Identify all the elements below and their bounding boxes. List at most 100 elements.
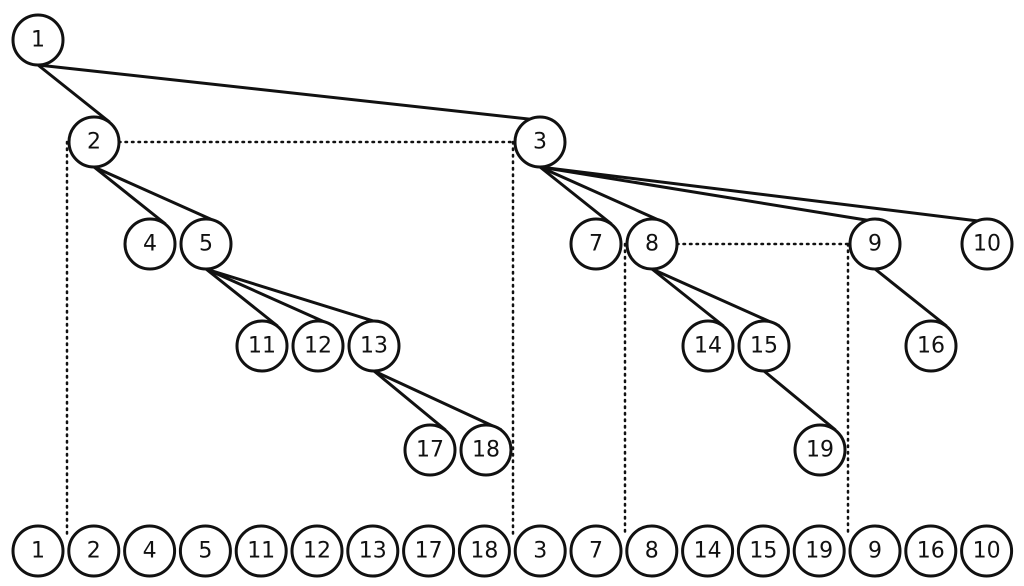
node-label: 10 [973, 232, 1001, 257]
sequence-item-4: 4 [123, 524, 177, 578]
sequence-item-14: 14 [681, 524, 735, 578]
edge-5-11 [205, 267, 279, 328]
edge-2-4 [93, 165, 167, 226]
node-circle [848, 217, 902, 271]
sequence-circle [792, 524, 846, 578]
sequence-label: 10 [973, 539, 1001, 564]
node-label: 9 [868, 232, 882, 257]
sequence-circle [625, 524, 679, 578]
node-circle [347, 319, 401, 373]
node-circle [459, 423, 513, 477]
sequence-label: 2 [87, 539, 101, 564]
sequence-label: 11 [247, 539, 275, 564]
sequence-item-11: 11 [234, 524, 288, 578]
sequence-label: 16 [917, 539, 945, 564]
tree-node-7: 7 [569, 217, 623, 271]
edge-9-16 [874, 267, 948, 328]
node-label: 16 [917, 334, 945, 359]
node-circle [625, 217, 679, 271]
tree-node-10: 10 [960, 217, 1014, 271]
sequence-circle [848, 524, 902, 578]
sequence-circle [569, 524, 623, 578]
sequence-item-1: 1 [11, 524, 65, 578]
node-label: 15 [750, 334, 778, 359]
sequence-circle [234, 524, 288, 578]
edge-8-15 [651, 267, 781, 328]
sequence-circle [178, 524, 232, 578]
node-circle [235, 319, 289, 373]
sequence-label: 18 [470, 539, 498, 564]
sequence-item-9: 9 [848, 524, 902, 578]
sequence-label: 19 [805, 539, 833, 564]
tree-node-17: 17 [403, 423, 457, 477]
node-circle [67, 115, 121, 169]
edge-5-13 [205, 267, 390, 328]
edge-3-9 [539, 165, 891, 226]
sequence-label: 12 [303, 539, 331, 564]
edge-3-7 [539, 165, 613, 226]
sequence-label: 9 [868, 539, 882, 564]
sequence-label: 13 [359, 539, 387, 564]
edge-2-5 [93, 165, 223, 226]
tree-node-3: 3 [513, 115, 567, 169]
sequence-circle [457, 524, 511, 578]
node-label: 13 [360, 334, 388, 359]
node-circle [291, 319, 345, 373]
node-circle [960, 217, 1014, 271]
node-label: 8 [645, 232, 659, 257]
sequence-item-16: 16 [904, 524, 958, 578]
node-label: 7 [589, 232, 603, 257]
edge-13-18 [373, 369, 503, 432]
sequence-circle [346, 524, 400, 578]
tree-node-16: 16 [904, 319, 958, 373]
tree-node-4: 4 [123, 217, 177, 271]
node-circle [513, 115, 567, 169]
sequence-item-19: 19 [792, 524, 846, 578]
node-label: 11 [248, 334, 276, 359]
sequence-item-15: 15 [736, 524, 790, 578]
sequence-item-10: 10 [960, 524, 1014, 578]
node-circle [681, 319, 735, 373]
sequence-item-17: 17 [402, 524, 456, 578]
edge-1-3 [37, 63, 556, 124]
sequence-circle [123, 524, 177, 578]
sequence-item-12: 12 [290, 524, 344, 578]
node-circle [11, 13, 65, 67]
sequence-circle [513, 524, 567, 578]
tree-node-18: 18 [459, 423, 513, 477]
sequence-item-5: 5 [178, 524, 232, 578]
sequence-item-2: 2 [67, 524, 121, 578]
node-label: 17 [416, 438, 444, 463]
tree-node-8: 8 [625, 217, 679, 271]
tree-node-15: 15 [737, 319, 791, 373]
sequence-circle [67, 524, 121, 578]
node-circle [569, 217, 623, 271]
sequence-item-7: 7 [569, 524, 623, 578]
sequence-label: 17 [415, 539, 443, 564]
sequence-item-13: 13 [346, 524, 400, 578]
edge-13-17 [373, 369, 447, 432]
sequence-circle [904, 524, 958, 578]
node-label: 19 [806, 438, 834, 463]
edge-8-14 [651, 267, 725, 328]
sequence-label: 15 [749, 539, 777, 564]
sequence-circle [681, 524, 735, 578]
tree-node-1: 1 [11, 13, 65, 67]
sequence-label: 5 [198, 539, 212, 564]
node-label: 12 [304, 334, 332, 359]
node-label: 5 [199, 232, 213, 257]
sequence-label: 1 [31, 539, 45, 564]
tree-node-5: 5 [179, 217, 233, 271]
sequence-label: 3 [533, 539, 547, 564]
sequence-item-18: 18 [457, 524, 511, 578]
sequence-circle [402, 524, 456, 578]
edge-3-8 [539, 165, 669, 226]
sequence-label: 7 [589, 539, 603, 564]
node-label: 4 [143, 232, 157, 257]
tree-edge-layer [37, 63, 1003, 432]
node-circle [793, 423, 847, 477]
tree-node-13: 13 [347, 319, 401, 373]
sequence-label: 4 [143, 539, 157, 564]
